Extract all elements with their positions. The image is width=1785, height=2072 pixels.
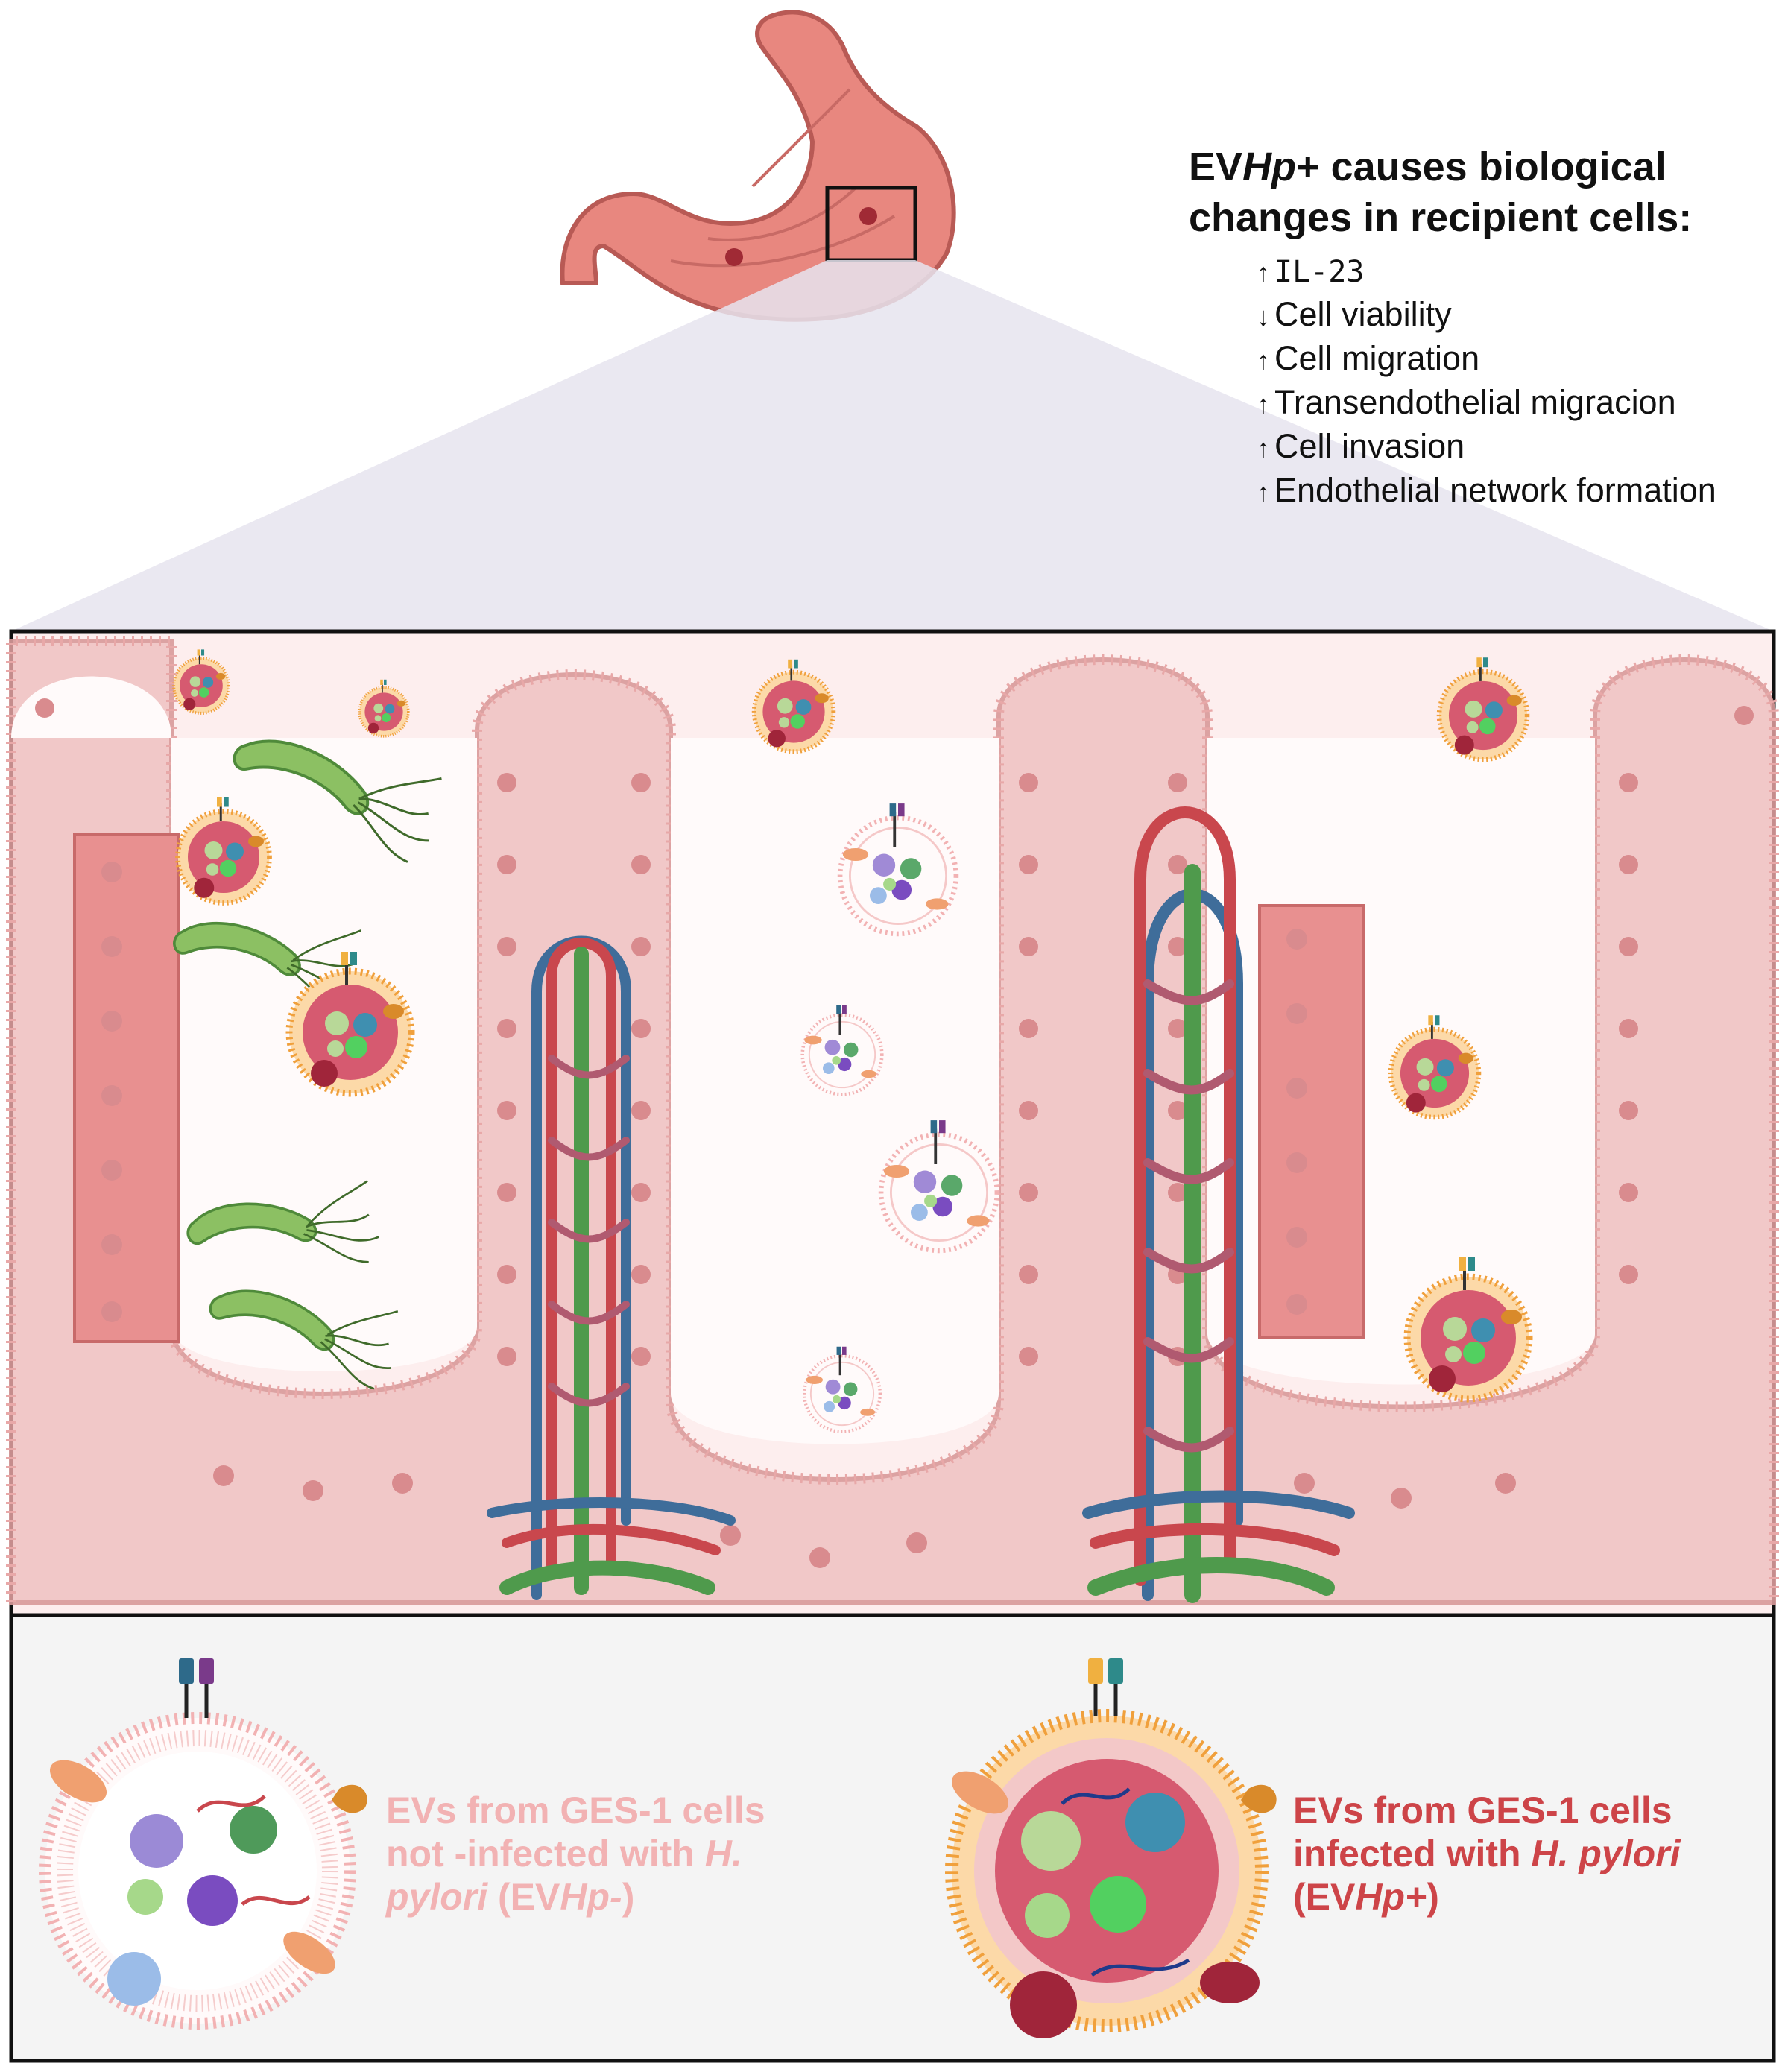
up-arrow-icon: ↑ [1257,477,1270,508]
effect-item: ↑Endothelial network formation [1252,470,1716,514]
blood-vessels-left [487,935,736,1600]
down-arrow-icon: ↓ [1257,301,1270,332]
effect-item: ↑IL-23 [1252,250,1716,294]
effects-list: ↑IL-23 ↓Cell viability ↑Cell migration ↑… [1252,250,1716,514]
mucosa-panel [6,629,1779,1617]
up-arrow-icon: ↑ [1257,257,1270,288]
blood-vessels-right [1082,806,1355,1603]
effect-item: ↑Cell migration [1252,338,1716,382]
stained-cells-right [1258,904,1365,1339]
effects-heading-line1: EVHp+ causes biological [1189,145,1666,189]
effects-heading-line2: changes in recipient cells: [1189,195,1693,240]
effect-item: ↓Cell viability [1252,294,1716,338]
zoom-projection [11,260,1774,631]
legend-panel [9,1613,1776,2063]
up-arrow-icon: ↑ [1257,433,1270,464]
up-arrow-icon: ↑ [1257,345,1270,376]
effect-item: ↑Transendothelial migracion [1252,382,1716,426]
up-arrow-icon: ↑ [1257,389,1270,420]
label-ev-hp-positive: EVs from GES-1 cells infected with H. py… [1293,1790,1681,1918]
stained-cells-left [73,833,180,1343]
ev-positive-large [945,1658,1277,2038]
effects-heading: EVHp+ causes biological changes in recip… [1189,142,1692,243]
stomach-illustration [560,10,956,322]
ev-negative-large [39,1658,367,2030]
label-ev-hp-negative: EVs from GES-1 cells not -infected with … [386,1790,765,1918]
effect-item: ↑Cell invasion [1252,426,1716,470]
